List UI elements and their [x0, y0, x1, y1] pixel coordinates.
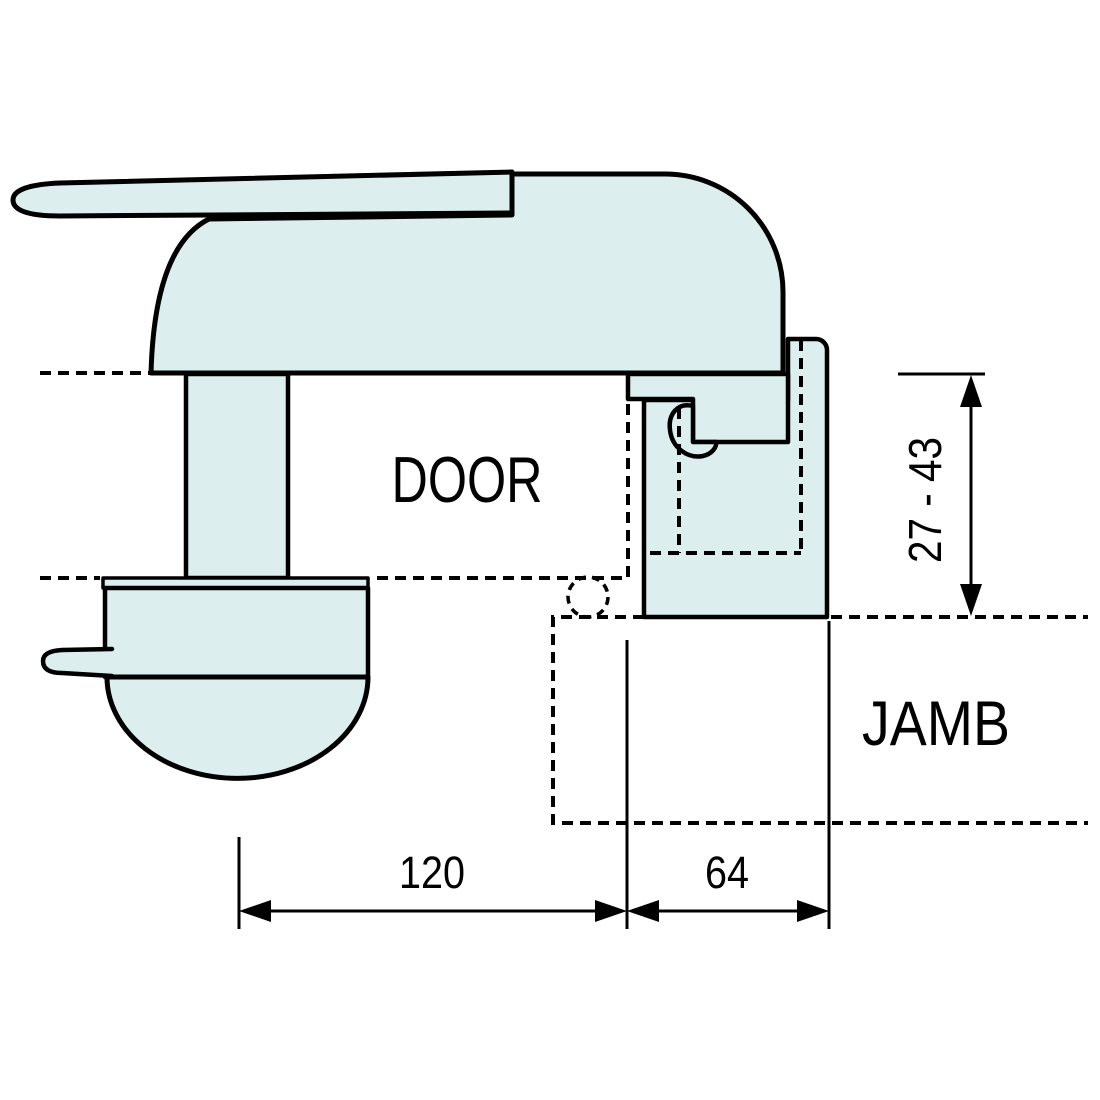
arrowhead-left-120 — [239, 900, 271, 922]
arrowhead-right-64 — [797, 900, 829, 922]
knob-tab-shape — [40, 646, 115, 679]
jamb-label: JAMB — [862, 689, 1010, 759]
lock-body-shape — [148, 171, 786, 376]
jamb-hidden-outline-dashed — [551, 615, 1088, 825]
knob-body-shape — [102, 585, 371, 680]
latch-hook-shape — [667, 403, 719, 459]
arrowhead-up-27-43 — [960, 375, 982, 407]
lock-barrel-shape — [183, 371, 291, 581]
arrowhead-down-27-43 — [960, 584, 982, 616]
dimension-64: 64 — [705, 847, 749, 898]
arrowhead-left-64 — [627, 900, 659, 922]
arrowhead-right-120 — [595, 900, 627, 922]
dimension-120: 120 — [399, 847, 465, 898]
knob-dome-shape — [104, 674, 371, 781]
dimension-27-43: 27 - 43 — [899, 437, 951, 563]
door-label: DOOR — [392, 443, 543, 516]
handle-blade-shape — [10, 169, 515, 219]
striker-pin-dashed-circle — [566, 575, 610, 619]
